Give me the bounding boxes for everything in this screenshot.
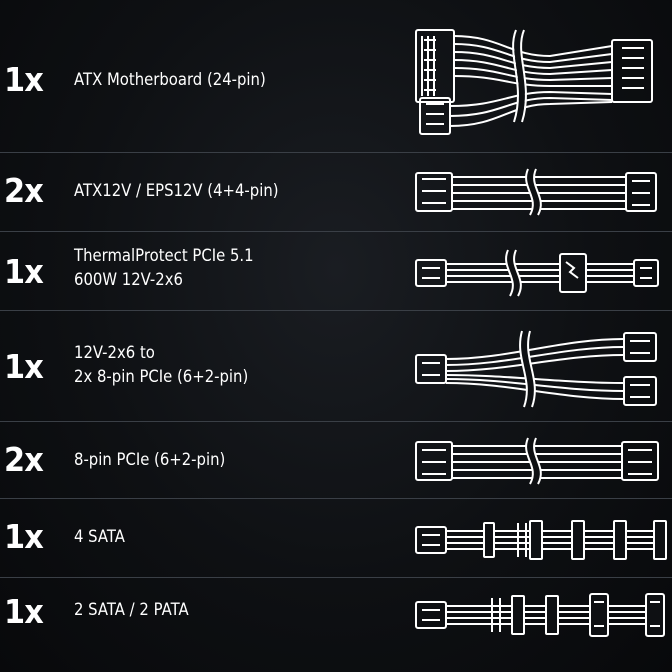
cable-label: 8-pin PCIe (6+2-pin) [74,450,226,469]
cable-quantity: 1x [4,347,44,386]
row-divider [0,421,672,422]
atx-24pin-cable-icon [400,22,670,142]
cable-row-12v-2x6-split: 1x 12V-2x6 to 2x 8-pin PCIe (6+2-pin) [0,311,672,421]
cable-quantity: 1x [4,60,44,99]
sata-4-cable-icon [400,515,670,565]
row-divider [0,231,672,232]
cable-row-sata: 1x 4 SATA [0,499,672,577]
cable-quantity: 1x [4,252,44,291]
cable-label: 2 SATA / 2 PATA [74,600,189,619]
sata-pata-cable-icon [400,590,670,640]
row-divider [0,498,672,499]
cable-row-atx: 1x ATX Motherboard (24-pin) [0,0,672,152]
cable-row-pcie-8pin: 2x 8-pin PCIe (6+2-pin) [0,422,672,498]
cable-quantity: 1x [4,592,44,631]
cable-label: ATX12V / EPS12V (4+4-pin) [74,181,279,200]
12v-2x6-split-cable-icon [400,329,670,409]
cable-label: ThermalProtect PCIe 5.1 600W 12V-2x6 [74,246,254,289]
cable-row-12v-2x6: 1x ThermalProtect PCIe 5.1 600W 12V-2x6 [0,232,672,310]
cable-quantity: 2x [4,171,44,210]
cable-row-sata-pata: 1x 2 SATA / 2 PATA [0,578,672,672]
cable-quantity: 2x [4,440,44,479]
pcie-8pin-cable-icon [400,436,670,486]
cable-label: 12V-2x6 to 2x 8-pin PCIe (6+2-pin) [74,343,249,386]
row-divider [0,152,672,153]
cable-label: 4 SATA [74,527,125,546]
eps12v-cable-icon [400,167,670,217]
cable-row-eps12v: 2x ATX12V / EPS12V (4+4-pin) [0,153,672,231]
row-divider [0,310,672,311]
row-divider [0,577,672,578]
cable-label: ATX Motherboard (24-pin) [74,70,266,89]
12v-2x6-cable-icon [400,248,670,298]
cable-quantity: 1x [4,517,44,556]
